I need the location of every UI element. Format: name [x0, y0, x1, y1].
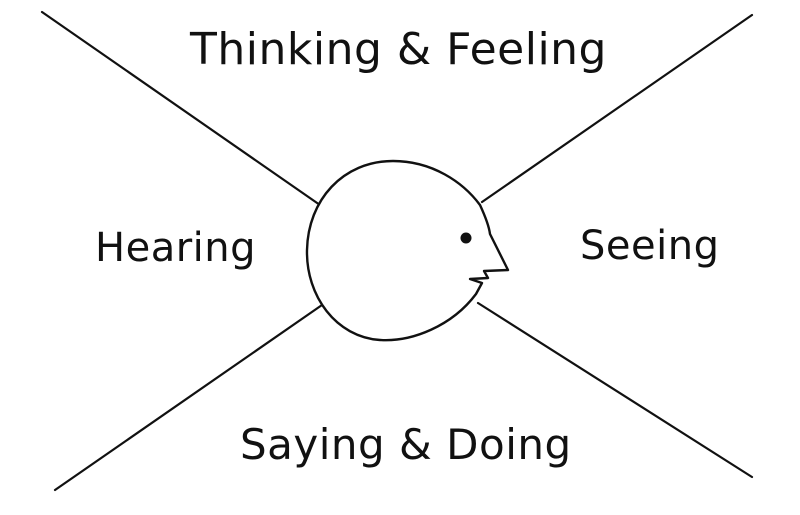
- quadrant-label-thinking-feeling: Thinking & Feeling: [190, 24, 607, 75]
- divider-top-left: [40, 10, 322, 207]
- head-outline: [305, 159, 510, 342]
- quadrant-label-seeing: Seeing: [580, 223, 720, 269]
- quadrant-label-hearing: Hearing: [95, 225, 256, 271]
- divider-bottom-left: [53, 303, 324, 492]
- eye-dot: [460, 232, 472, 244]
- divider-top-right: [480, 13, 754, 204]
- head-profile-icon: [305, 159, 510, 342]
- quadrant-label-saying-doing: Saying & Doing: [240, 420, 572, 469]
- divider-bottom-right: [476, 301, 754, 479]
